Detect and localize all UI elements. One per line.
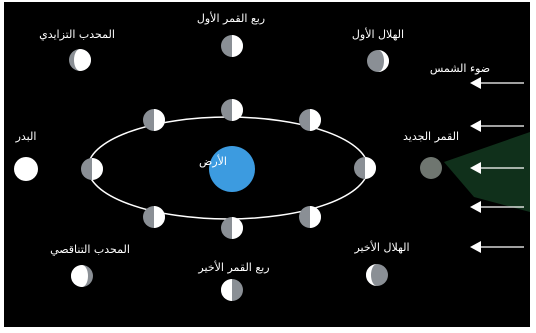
- moon-phase-icon: [367, 50, 389, 72]
- waning-gibbous-label: المحدب التناقصي: [50, 244, 130, 255]
- arrow-left-icon: [470, 77, 524, 89]
- moon-phase-icon: [221, 99, 243, 121]
- moon-phase-icon: [299, 206, 321, 228]
- moon-phase-icon: [221, 279, 243, 301]
- earth-label: الأرض: [199, 156, 227, 167]
- diagram-canvas: [4, 2, 530, 327]
- sunlight-label: ضوء الشمس: [430, 63, 490, 74]
- new-moon-label: القمر الجديد: [403, 131, 459, 142]
- first-quarter-label: ربع القمر الأول: [197, 13, 265, 24]
- moon-phase-icon: [71, 265, 93, 287]
- waxing-gibbous-label: المحدب التزايدي: [39, 29, 115, 40]
- last-quarter-label: ربع القمر الأخير: [198, 262, 269, 273]
- moon-phase-icon: [221, 217, 243, 239]
- moon-phases-diagram: ربع القمر الأول المحدب التزايدي الهلال ا…: [4, 2, 530, 327]
- moon-phase-icon: [69, 49, 91, 71]
- waning-crescent-label: الهلال الأخير: [354, 242, 409, 253]
- earth-icon: [209, 146, 255, 192]
- arrow-left-icon: [470, 120, 524, 132]
- full-moon-label: البدر: [16, 131, 37, 142]
- moon-phase-icon: [299, 109, 321, 131]
- moon-phase-icon: [366, 264, 388, 286]
- moon-phase-icon: [143, 109, 165, 131]
- waxing-crescent-label: الهلال الأول: [352, 29, 404, 40]
- arrow-left-icon: [470, 241, 524, 253]
- moon-phase-icon: [354, 157, 376, 179]
- moon-phase-icon: [420, 157, 442, 179]
- moon-phase-icon: [221, 35, 243, 57]
- moon-phase-icon: [143, 206, 165, 228]
- moon-phase-icon: [81, 158, 103, 180]
- watermark-shape: [444, 132, 530, 212]
- moon-phase-icon: [14, 157, 38, 181]
